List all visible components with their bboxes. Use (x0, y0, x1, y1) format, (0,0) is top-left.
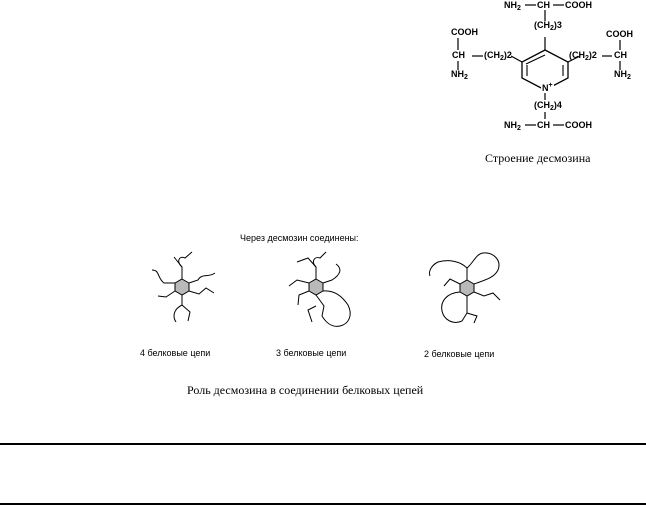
left-ch-label: CH (452, 50, 465, 60)
right-ch-label: CH (614, 50, 627, 60)
chain-label-three: 3 белковые цепи (276, 348, 347, 358)
chains-caption: Роль десмозина в соединении белковых цеп… (187, 383, 424, 397)
right-chain-label: (CH2)2 (569, 50, 597, 63)
ring-nitrogen-label: N+ (541, 82, 554, 93)
top-ch-label: CH (537, 0, 550, 10)
structure-caption: Строение десмозина (485, 151, 591, 165)
cluster-three-chains (288, 251, 351, 327)
left-amine-label: NH2 (451, 69, 468, 82)
top-chain-label: (CH2)3 (534, 20, 562, 33)
chain-label-two: 2 белковые цепи (424, 349, 495, 359)
right-cooh-label: COOH (606, 29, 633, 39)
cluster-four-chains (151, 251, 216, 323)
horizontal-rule-top (0, 443, 646, 445)
right-amine-label: NH2 (614, 69, 631, 82)
chains-header: Через десмозин соединены: (240, 233, 359, 243)
bottom-amine-label: NH2 (504, 120, 521, 133)
left-chain-label: (CH2)2 (484, 50, 512, 63)
bottom-chain-label: (CH2)4 (534, 100, 562, 113)
bottom-ch-label: CH (537, 120, 550, 130)
top-cooh-label: COOH (565, 0, 592, 10)
top-amine-label: NH2 (504, 0, 521, 13)
bottom-cooh-label: COOH (565, 120, 592, 130)
chain-label-four: 4 белковые цепи (140, 348, 211, 358)
horizontal-rule-bottom (0, 503, 646, 505)
cluster-two-chains (429, 252, 501, 324)
left-cooh-label: COOH (451, 27, 478, 37)
